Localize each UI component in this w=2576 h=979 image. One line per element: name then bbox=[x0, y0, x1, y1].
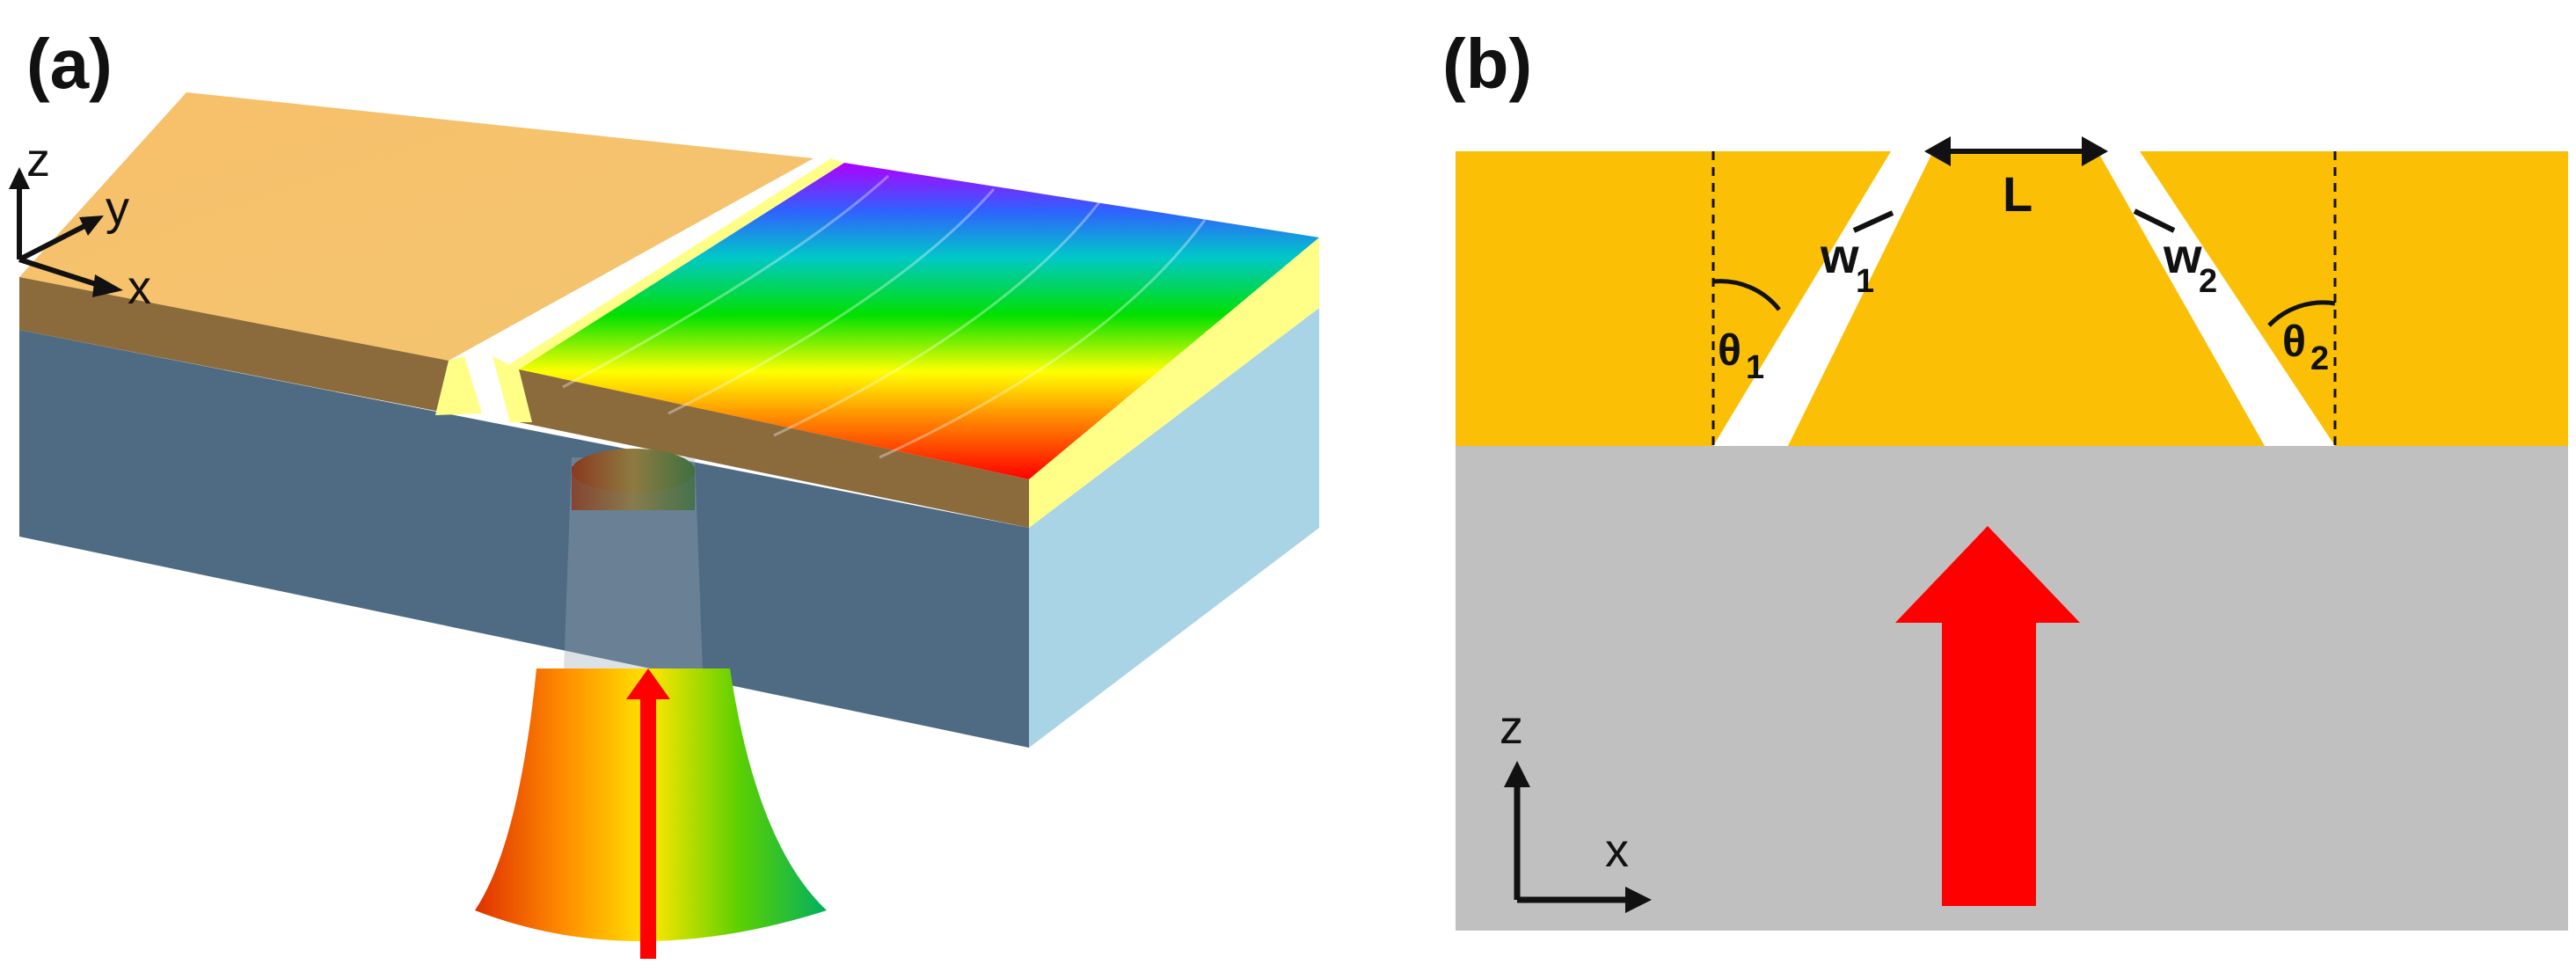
angle-2-subscript: 2 bbox=[2310, 340, 2329, 377]
dimension-L-label: L bbox=[2003, 166, 2032, 222]
panel-b: (b) L w 1 w 2 θ 1 θ 2 bbox=[1442, 25, 2568, 931]
width-2-tick bbox=[2133, 208, 2176, 233]
width-2-label: w bbox=[2163, 228, 2202, 283]
gold-film-left-front bbox=[19, 277, 449, 413]
width-1-subscript: 1 bbox=[1856, 263, 1874, 300]
incident-light-arrow-b bbox=[1895, 526, 2080, 906]
incident-light-arrow bbox=[626, 668, 670, 959]
panel-a: (a) bbox=[9, 25, 1319, 959]
angle-2-arc bbox=[2267, 300, 2336, 327]
axis-z-label-a: z bbox=[26, 134, 50, 186]
beam-neck bbox=[563, 457, 704, 695]
gold-film-right-front bbox=[519, 369, 1029, 528]
axes-2d bbox=[1504, 761, 1652, 913]
wavefront-lines bbox=[562, 174, 1207, 459]
slit-left bbox=[1713, 151, 1933, 446]
slit-right-wall bbox=[493, 356, 532, 422]
substrate-right-face bbox=[1029, 308, 1319, 748]
beam-neck-body bbox=[572, 466, 695, 510]
gold-film-left-top bbox=[19, 92, 814, 361]
substrate-front-face bbox=[19, 330, 1029, 748]
gold-film-right-top bbox=[519, 163, 1319, 479]
axis-x-label-a: x bbox=[128, 261, 151, 314]
axis-z-label-b: z bbox=[1500, 701, 1523, 754]
gold-film bbox=[1456, 151, 2568, 446]
dimension-L-arrow bbox=[1924, 136, 2108, 166]
width-1-label: w bbox=[1820, 228, 1859, 283]
panel-b-label: (b) bbox=[1442, 25, 1532, 103]
angle-2-label: θ bbox=[2282, 317, 2306, 366]
axes-3d bbox=[9, 167, 123, 297]
slit-left-wall bbox=[435, 356, 482, 415]
angle-1-arc bbox=[1712, 279, 1781, 311]
width-1-tick bbox=[1852, 210, 1894, 233]
axis-y-label-a: y bbox=[106, 182, 129, 235]
gold-film-right-side bbox=[1029, 237, 1319, 528]
gold-film-right-beveled-edge bbox=[501, 158, 844, 369]
angle-1-subscript: 1 bbox=[1746, 349, 1764, 386]
axis-x-label-b: x bbox=[1605, 824, 1629, 877]
width-2-subscript: 2 bbox=[2199, 263, 2217, 300]
angle-1-label: θ bbox=[1718, 325, 1741, 375]
panel-a-label: (a) bbox=[26, 25, 113, 103]
